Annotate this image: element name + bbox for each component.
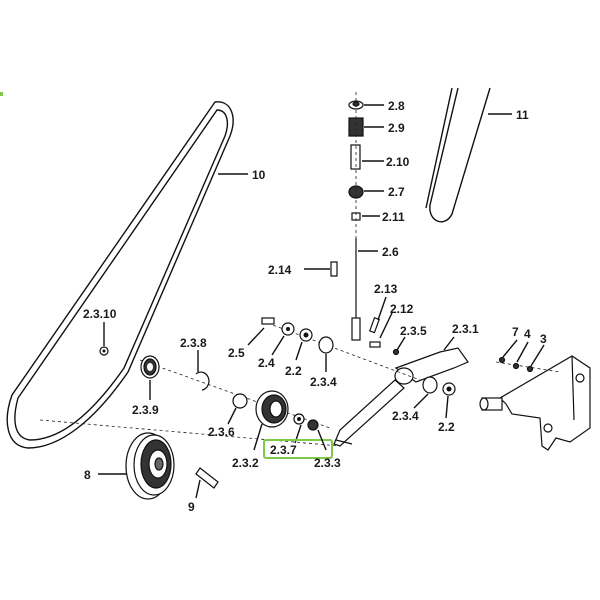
label-2-11: 2.11 [382,210,405,224]
label-2-6: 2.6 [382,245,399,259]
label-2-3-1: 2.3.1 [452,322,479,336]
pin-2-12 [369,341,381,348]
label-7: 7 [512,325,519,339]
label-2-3-4b: 2.3.4 [392,409,419,423]
label-2-3-6: 2.3.6 [208,425,235,439]
tube-2-10 [350,144,361,170]
bolt-2-5 [261,317,275,325]
belt-11 [425,87,491,223]
label-2-13: 2.13 [374,282,398,296]
label-11: 11 [516,108,529,122]
label-9: 9 [188,500,195,514]
edge-marker [0,92,3,96]
nut-3 [526,365,534,373]
label-2-2a: 2.2 [285,364,302,378]
spring-2-9 [348,117,364,137]
label-2-3-2: 2.3.2 [232,456,259,470]
label-2-3-9: 2.3.9 [132,403,159,417]
label-2-2b: 2.2 [438,420,455,434]
label-8: 8 [84,468,91,482]
bushing-2-3-6 [232,393,248,409]
label-2-10: 2.10 [386,155,410,169]
label-2-14: 2.14 [268,263,292,277]
label-2-3-8: 2.3.8 [180,336,207,350]
cap-2-7 [348,185,364,199]
label-10: 10 [252,168,266,182]
label-2-5: 2.5 [228,346,245,360]
key-9 [195,467,219,489]
mount-bracket [479,355,591,451]
label-2-8: 2.8 [388,99,405,113]
label-2-3-5: 2.3.5 [400,324,427,338]
idler-pulley-2-3-2 [255,390,289,428]
label-2-3-4a: 2.3.4 [310,375,337,389]
circlip-2-3-8 [195,371,210,391]
idler-arm-2-3-1 [333,347,469,447]
tension-rod-stack [348,92,364,341]
bracket-2-14 [330,261,338,277]
label-2-7: 2.7 [388,185,405,199]
label-2-9: 2.9 [388,121,405,135]
highlight-box-2-3-7[interactable] [263,439,333,459]
label-2-4: 2.4 [258,356,275,370]
label-2-3-10: 2.3.10 [83,307,117,321]
bolt-7 [498,356,506,364]
washer-2-3-3 [307,419,319,431]
washer-4 [512,362,520,370]
pin-2-13 [368,316,380,334]
pulley-2-3-9 [140,355,160,379]
bushing-2-3-4b [422,376,438,394]
label-2-12: 2.12 [390,302,414,316]
label-2-3-3: 2.3.3 [314,456,341,470]
belt-10 [6,101,234,449]
label-3: 3 [540,332,547,346]
bushing-2-3-4a [318,336,334,354]
label-2-3-7: 2.3.7 [270,443,297,457]
drive-pulley-8 [125,432,175,500]
label-4: 4 [524,327,531,341]
